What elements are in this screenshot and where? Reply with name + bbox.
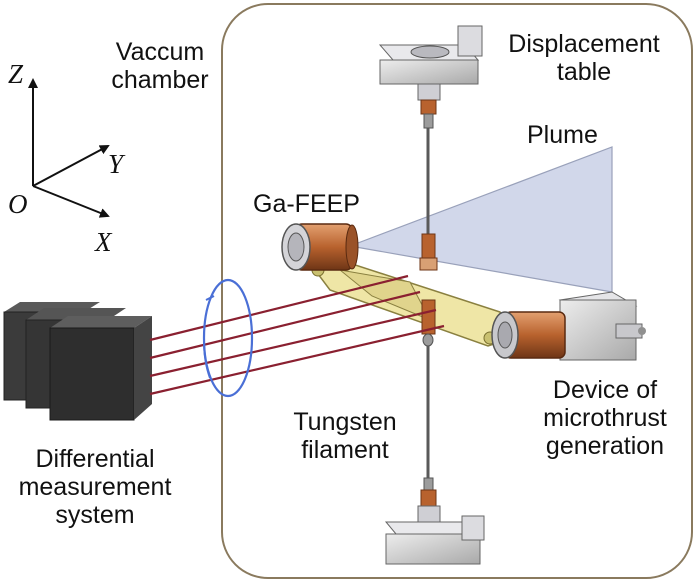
displacement-table-bottom [384, 477, 485, 565]
x-axis-arrow [32, 185, 110, 218]
differential-measurement-label-line3: system [55, 501, 135, 529]
differential-measurement-label-line1: Differential [35, 445, 155, 473]
tungsten-filament-label: Tungsten filament [282, 408, 408, 464]
plume-label: Plume [527, 121, 598, 149]
vacuum-chamber-label-line1: Vaccum [115, 38, 205, 66]
axis-label-y: Y [108, 149, 124, 179]
displacement-table-label-line1: Displacement [508, 30, 660, 58]
plume-cone [347, 146, 613, 293]
microthrust-device-label-line3: generation [545, 432, 665, 460]
counterweight-box [558, 291, 646, 361]
vacuum-chamber-label-line2: chamber [111, 66, 209, 94]
microthrust-device-label: Device of microthrust generation [520, 376, 690, 460]
microthrust-device-label-line2: microthrust [543, 404, 667, 432]
tungsten-filament-label-line1: Tungsten [293, 408, 397, 436]
differential-measurement-label-line2: measurement [18, 473, 172, 501]
microthrust-device-label-line1: Device of [552, 376, 658, 404]
vacuum-chamber-outline [221, 3, 693, 579]
microthrust-device-thruster [491, 311, 566, 359]
ga-feep-thruster [281, 223, 359, 271]
axis-label-z: Z [8, 59, 24, 89]
tungsten-filament-label-line2: filament [301, 436, 389, 464]
coordinate-axes [28, 78, 110, 218]
displacement-table-label-line2: table [556, 58, 612, 86]
focusing-lens [202, 278, 254, 398]
axis-label-o: O [8, 189, 28, 219]
displacement-table-label: Displacement table [494, 30, 674, 86]
ga-feep-label: Ga-FEEP [253, 190, 360, 218]
differential-measurement-label: Differential measurement system [2, 445, 188, 529]
measurement-laser-beams [149, 274, 445, 396]
differential-measurement-sensors [3, 302, 152, 421]
axis-label-x: X [95, 227, 112, 257]
y-axis-arrow [32, 145, 110, 187]
vacuum-chamber-label: Vaccum chamber [100, 38, 220, 94]
displacement-table-top [378, 25, 483, 129]
filament-coupling [419, 233, 438, 347]
